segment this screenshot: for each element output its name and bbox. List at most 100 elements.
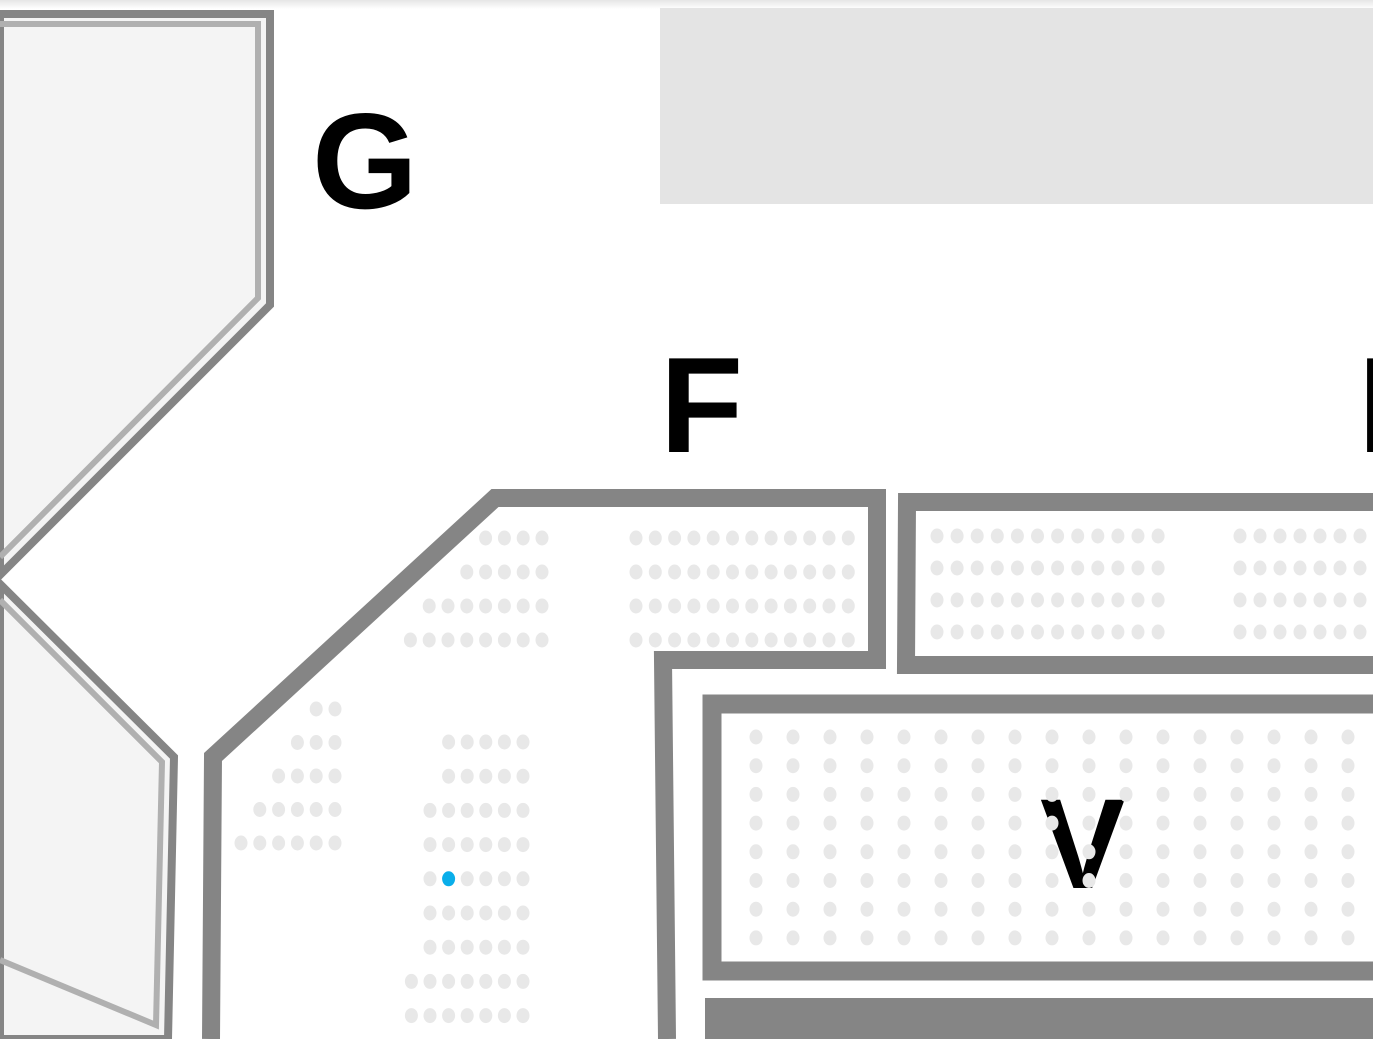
seat[interactable] xyxy=(1111,560,1125,576)
seat[interactable] xyxy=(822,598,836,614)
seat[interactable] xyxy=(535,632,549,648)
seat[interactable] xyxy=(1010,592,1024,608)
seat[interactable] xyxy=(1304,901,1318,917)
seat[interactable] xyxy=(460,734,474,750)
seat[interactable] xyxy=(970,592,984,608)
seat[interactable] xyxy=(1082,815,1096,831)
seat[interactable] xyxy=(1304,729,1318,745)
seat[interactable] xyxy=(971,930,985,946)
seat[interactable] xyxy=(990,528,1004,544)
seat[interactable] xyxy=(1341,786,1355,802)
seat[interactable] xyxy=(460,871,474,887)
seat[interactable] xyxy=(328,735,342,750)
seat[interactable] xyxy=(497,802,511,818)
seat[interactable] xyxy=(1156,815,1170,831)
seat[interactable] xyxy=(1193,844,1207,860)
seat[interactable] xyxy=(1253,592,1267,608)
seat[interactable] xyxy=(629,564,643,580)
seat[interactable] xyxy=(971,844,985,860)
seat[interactable] xyxy=(516,939,530,955)
seat[interactable] xyxy=(404,973,418,989)
seat[interactable] xyxy=(1193,758,1207,774)
seat[interactable] xyxy=(1233,592,1247,608)
seat[interactable] xyxy=(1230,873,1244,888)
seat[interactable] xyxy=(950,560,964,576)
seat[interactable] xyxy=(668,632,682,648)
seat[interactable] xyxy=(1151,560,1165,576)
seat[interactable] xyxy=(1313,528,1327,544)
seat[interactable] xyxy=(1045,729,1059,745)
seat[interactable] xyxy=(1082,758,1096,774)
seat[interactable] xyxy=(990,592,1004,608)
seat[interactable] xyxy=(687,530,701,546)
seat[interactable] xyxy=(516,837,530,853)
seat[interactable] xyxy=(328,701,342,717)
seat[interactable] xyxy=(1341,758,1355,774)
seat[interactable] xyxy=(668,530,682,546)
seat[interactable] xyxy=(1267,729,1281,745)
seat[interactable] xyxy=(1131,624,1145,640)
seat[interactable] xyxy=(479,768,493,784)
seat[interactable] xyxy=(1045,901,1059,917)
seat[interactable] xyxy=(706,598,720,614)
seat[interactable] xyxy=(234,835,248,851)
seat[interactable] xyxy=(497,734,511,750)
seat[interactable] xyxy=(1045,786,1059,802)
seat[interactable] xyxy=(1119,873,1133,888)
seat[interactable] xyxy=(841,564,855,580)
seat[interactable] xyxy=(1304,758,1318,774)
seat[interactable] xyxy=(1008,786,1022,802)
seat[interactable] xyxy=(1230,815,1244,831)
seat[interactable] xyxy=(1341,815,1355,831)
seat[interactable] xyxy=(1010,624,1024,640)
seat[interactable] xyxy=(1267,901,1281,917)
seat[interactable] xyxy=(460,973,474,989)
seat[interactable] xyxy=(1333,624,1347,640)
seat[interactable] xyxy=(749,729,763,745)
seat[interactable] xyxy=(1156,930,1170,946)
seat[interactable] xyxy=(1031,560,1044,576)
seat[interactable] xyxy=(516,871,530,887)
seat[interactable] xyxy=(516,530,530,546)
seat[interactable] xyxy=(786,815,800,831)
seat[interactable] xyxy=(648,564,662,580)
seat[interactable] xyxy=(442,1008,456,1024)
seat[interactable] xyxy=(1151,624,1165,640)
seat[interactable] xyxy=(1313,592,1327,608)
seat[interactable] xyxy=(971,873,985,888)
seat[interactable] xyxy=(516,734,530,750)
seat[interactable] xyxy=(1156,873,1170,888)
seat[interactable] xyxy=(803,564,817,580)
seat[interactable] xyxy=(990,560,1004,576)
seat[interactable] xyxy=(822,564,836,580)
seat[interactable] xyxy=(442,939,456,955)
seat[interactable] xyxy=(1193,786,1207,802)
seat[interactable] xyxy=(497,837,511,853)
seat[interactable] xyxy=(1131,560,1145,576)
seat[interactable] xyxy=(423,871,437,887)
seat[interactable] xyxy=(1151,592,1165,608)
seat[interactable] xyxy=(897,815,911,831)
seat[interactable] xyxy=(1341,729,1355,745)
seat[interactable] xyxy=(497,530,511,546)
seat[interactable] xyxy=(930,592,944,608)
seat[interactable] xyxy=(822,530,836,546)
seat[interactable] xyxy=(516,564,530,580)
seat[interactable] xyxy=(1267,930,1281,946)
seat[interactable] xyxy=(1267,844,1281,860)
seat[interactable] xyxy=(460,837,474,853)
seat[interactable] xyxy=(823,729,837,745)
seat[interactable] xyxy=(422,598,436,614)
seat[interactable] xyxy=(1293,624,1307,640)
seat[interactable] xyxy=(1333,528,1347,544)
seat[interactable] xyxy=(1051,592,1065,608)
seat[interactable] xyxy=(1131,592,1145,608)
seat[interactable] xyxy=(422,632,436,648)
seat[interactable] xyxy=(460,1008,474,1024)
seat[interactable] xyxy=(950,624,964,640)
seat[interactable] xyxy=(783,632,797,648)
seat[interactable] xyxy=(1313,560,1327,576)
seat[interactable] xyxy=(1293,592,1307,608)
seat[interactable] xyxy=(970,624,984,640)
seat[interactable] xyxy=(897,901,911,917)
